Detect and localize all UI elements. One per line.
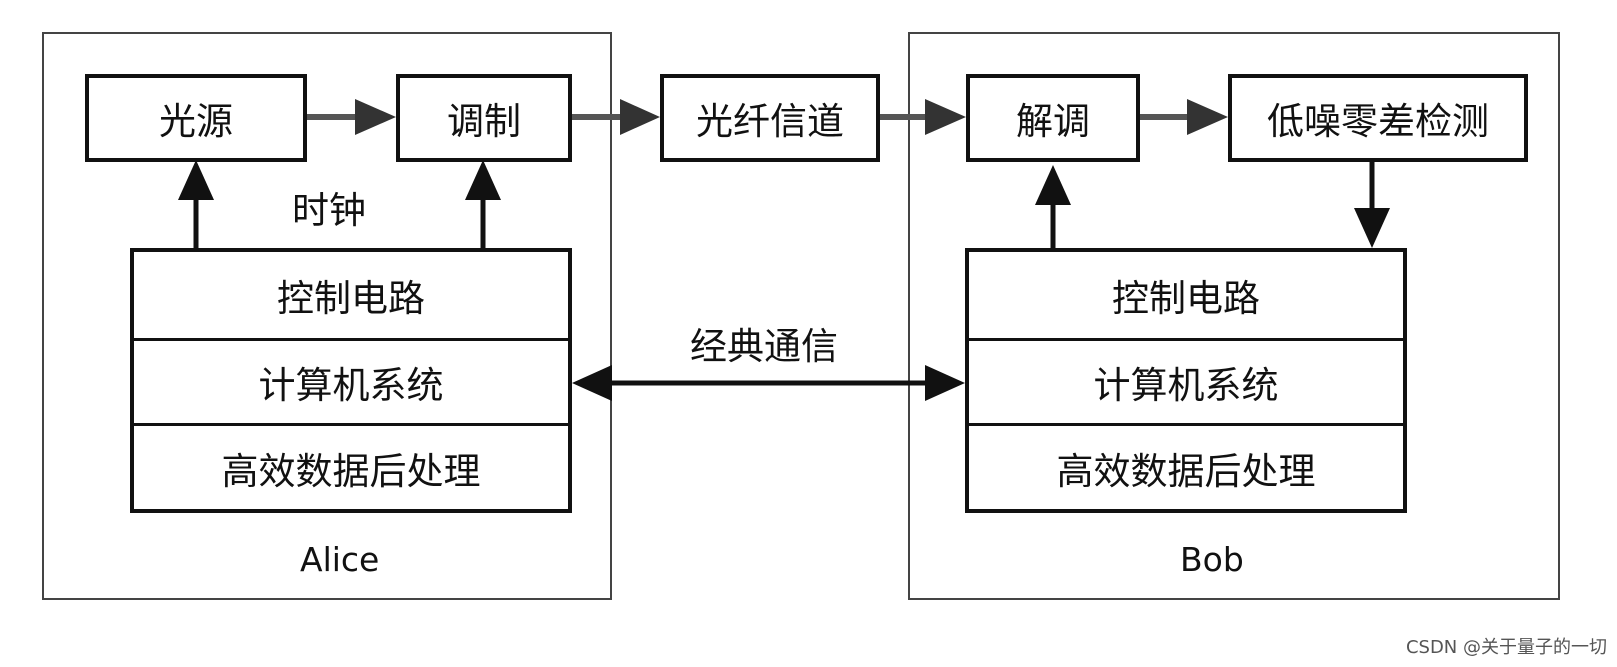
arrow-demodulation-to-detection xyxy=(1140,99,1228,135)
demodulation-box: 解调 xyxy=(966,74,1140,162)
arrow-classical-communication xyxy=(572,365,965,401)
bob-control-circuit: 控制电路 xyxy=(1112,276,1260,320)
arrow-control-to-source xyxy=(178,160,214,248)
bob-computer-system: 计算机系统 xyxy=(969,337,1403,424)
alice-data-postprocessing: 高效数据后处理 xyxy=(134,423,568,509)
alice-processing-stack: 控制电路 计算机系统 高效数据后处理 xyxy=(130,248,572,513)
alice-frame xyxy=(42,32,612,600)
arrow-detection-to-control xyxy=(1354,162,1390,248)
arrow-control-to-demodulation xyxy=(1035,165,1071,248)
detection-box: 低噪零差检测 xyxy=(1228,74,1528,162)
clock-label: 时钟 xyxy=(292,189,366,232)
arrow-fiber-to-demodulation xyxy=(880,99,966,135)
classical-communication-label: 经典通信 xyxy=(690,325,838,368)
light-source-box: 光源 xyxy=(85,74,307,162)
bob-frame xyxy=(908,32,1560,600)
arrow-control-to-modulation xyxy=(465,160,501,248)
bob-label: Bob xyxy=(1180,540,1244,579)
watermark: CSDN @关于量子的一切 xyxy=(1405,637,1607,658)
arrow-modulation-to-fiber xyxy=(572,99,660,135)
bob-processing-stack: 控制电路 计算机系统 高效数据后处理 xyxy=(965,248,1407,513)
alice-computer-system: 计算机系统 xyxy=(134,337,568,424)
fiber-channel-box: 光纤信道 xyxy=(660,74,880,162)
alice-label: Alice xyxy=(300,540,380,579)
bob-data-postprocessing: 高效数据后处理 xyxy=(969,423,1403,509)
modulation-box: 调制 xyxy=(396,74,572,162)
alice-control-circuit: 控制电路 xyxy=(277,276,425,320)
arrow-source-to-modulation xyxy=(305,99,396,135)
